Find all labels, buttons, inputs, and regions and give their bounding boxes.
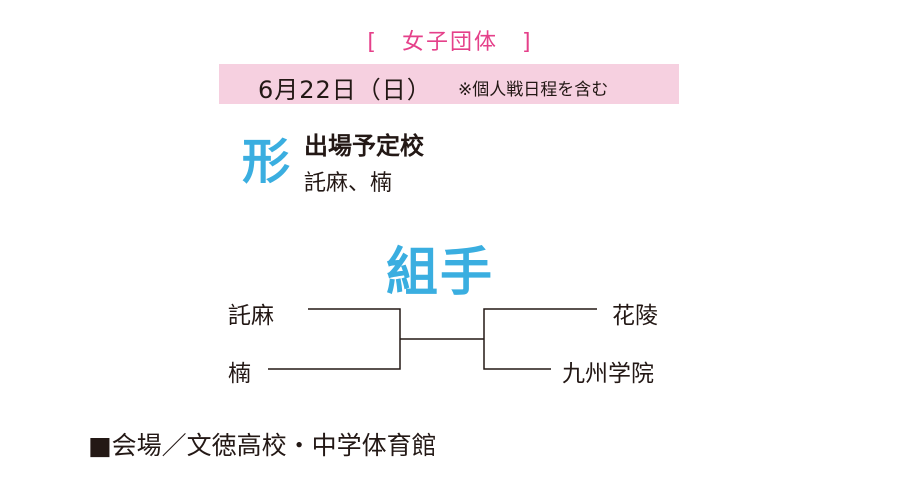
section-heading: [ 女子団体 ] [367,30,533,55]
team-left-top: 託麻 [228,303,274,329]
kata-schools: 託麻、楠 [304,171,393,196]
bracket-right-upper-line [483,308,597,339]
date-note: ※個人戦日程を含む [458,80,609,100]
kumite-title: 組手 [386,243,495,303]
bracket-left-lower-line [268,339,401,370]
bracket-right-lower-line [483,339,551,370]
kata-title: 形 [242,134,291,190]
bracket-left-upper-line [308,308,401,339]
date-band [219,64,679,104]
kata-label: 出場予定校 [304,132,424,160]
team-right-bottom: 九州学院 [562,361,654,387]
team-right-top: 花陵 [612,303,658,329]
venue-info: ■会場／文徳高校・中学体育館 [88,431,437,460]
team-left-bottom: 楠 [228,361,251,387]
event-date: 6月22日（日） [258,76,432,104]
